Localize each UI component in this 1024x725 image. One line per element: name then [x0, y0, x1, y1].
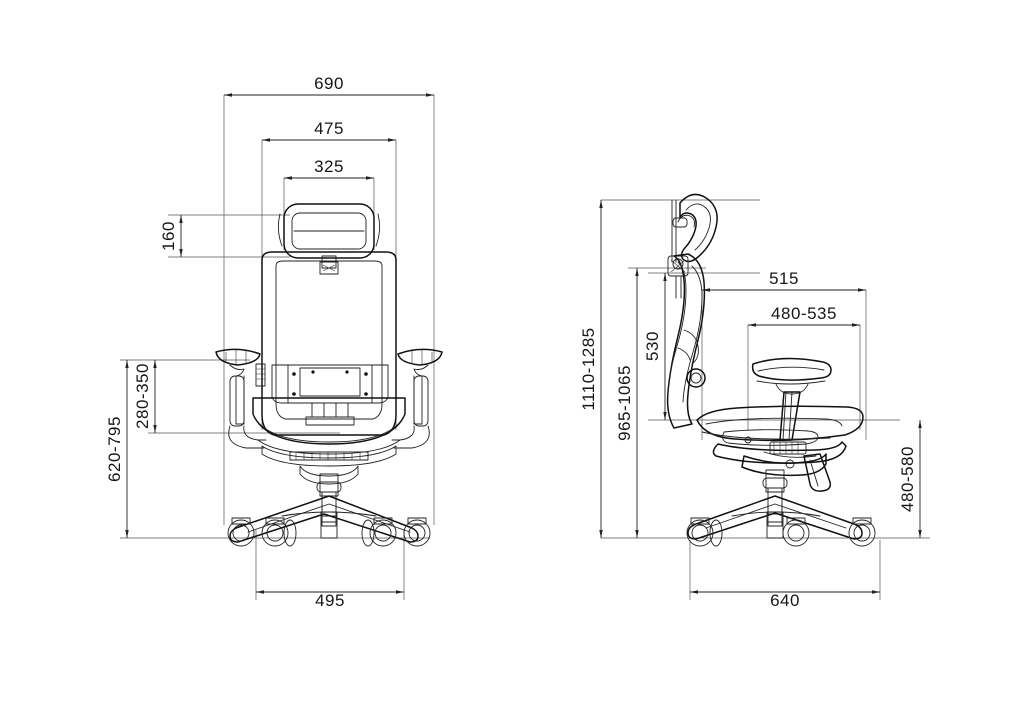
armrest-side — [751, 357, 832, 441]
front-extension-lines — [120, 95, 435, 600]
dimension-base-width: 495 — [256, 590, 404, 610]
dimension-overall-width: 690 — [224, 74, 434, 97]
seat-front — [252, 397, 406, 455]
casters-side — [686, 511, 876, 547]
seat-side — [696, 405, 864, 446]
dimension-base-depth: 640 — [690, 590, 880, 610]
seat-mechanism-side — [712, 441, 847, 477]
dimension-overall-depth: 515 — [702, 269, 866, 292]
gas-cylinder-side — [762, 469, 788, 515]
dimension-backrest-height-label: 530 — [643, 331, 662, 361]
backrest-side — [666, 253, 706, 429]
dimension-armrest-floor-height-label: 620-795 — [105, 416, 124, 482]
dimension-overall-height: 1110-1285 — [579, 200, 603, 538]
headrest-side — [672, 193, 718, 263]
dimension-backrest-width: 475 — [262, 119, 396, 142]
dimension-armrest-floor-height: 620-795 — [105, 360, 129, 538]
headrest-front — [277, 203, 381, 259]
tilt-lever-side — [803, 453, 832, 492]
chair-side-geometry — [666, 193, 876, 547]
front-view: 690 475 325 160 280-350 620-795 — [105, 74, 443, 610]
dimension-armrest-height-label: 280-350 — [133, 363, 152, 429]
dimension-overall-height-label: 1110-1285 — [579, 327, 598, 410]
dimension-seat-height-label: 480-580 — [898, 446, 917, 512]
dimension-seat-depth: 480-535 — [748, 304, 860, 327]
dimension-base-depth-label: 640 — [770, 591, 800, 610]
armrest-left-front — [215, 348, 267, 449]
dimension-backrest-top-height: 965-1065 — [615, 268, 639, 538]
seat-mechanism-front — [261, 445, 397, 485]
chair-front-geometry — [215, 203, 443, 547]
casters-front — [227, 511, 431, 547]
dimension-backrest-top-height-label: 965-1065 — [615, 365, 634, 441]
base-front — [229, 495, 419, 543]
dimension-base-width-label: 495 — [315, 591, 345, 610]
dimension-seat-depth-label: 480-535 — [771, 304, 837, 323]
dimension-seat-height: 480-580 — [898, 420, 922, 538]
lumbar-support-front — [271, 364, 389, 426]
dimension-headrest-height-label: 160 — [159, 221, 178, 251]
dimension-backrest-height: 530 — [643, 273, 667, 420]
dimension-headrest-height: 160 — [159, 215, 183, 257]
dimension-backrest-width-label: 475 — [314, 119, 344, 138]
side-view: 1110-1285 965-1065 530 515 480-535 480-5… — [579, 193, 930, 610]
dimension-headrest-width: 325 — [284, 157, 374, 180]
dimension-overall-width-label: 690 — [314, 74, 344, 93]
dimension-overall-depth-label: 515 — [769, 269, 799, 288]
dimension-headrest-width-label: 325 — [314, 157, 344, 176]
dimension-armrest-height: 280-350 — [133, 360, 157, 433]
